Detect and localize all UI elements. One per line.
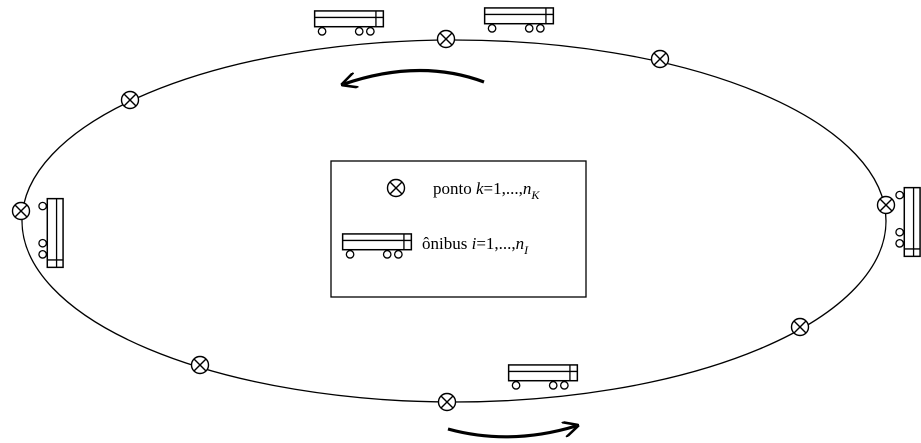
legend: ponto k=1,...,nK ônibus i=1,...,nI [330,160,587,298]
curved-arrow-icon [344,68,485,84]
bus-icon [313,10,385,36]
stop-marker-icon [876,195,896,215]
bus-icon [507,364,579,390]
stop-marker-icon [437,392,457,412]
stop-marker-icon [650,49,670,69]
stop-marker-icon [190,355,210,375]
stop-marker-icon [436,29,456,49]
bus-icon [483,7,555,33]
legend-bus-label: ônibus i=1,...,nI [422,234,529,257]
curved-arrow-icon [447,426,576,439]
stop-marker-icon [790,317,810,337]
legend-box [330,160,587,298]
legend-stop-label: ponto k=1,...,nK [433,179,540,202]
stop-marker-icon [11,201,31,221]
bus-icon [895,186,921,258]
bus-icon [38,197,64,269]
stop-marker-icon [120,90,140,110]
legend-stop-marker-icon [386,178,406,198]
